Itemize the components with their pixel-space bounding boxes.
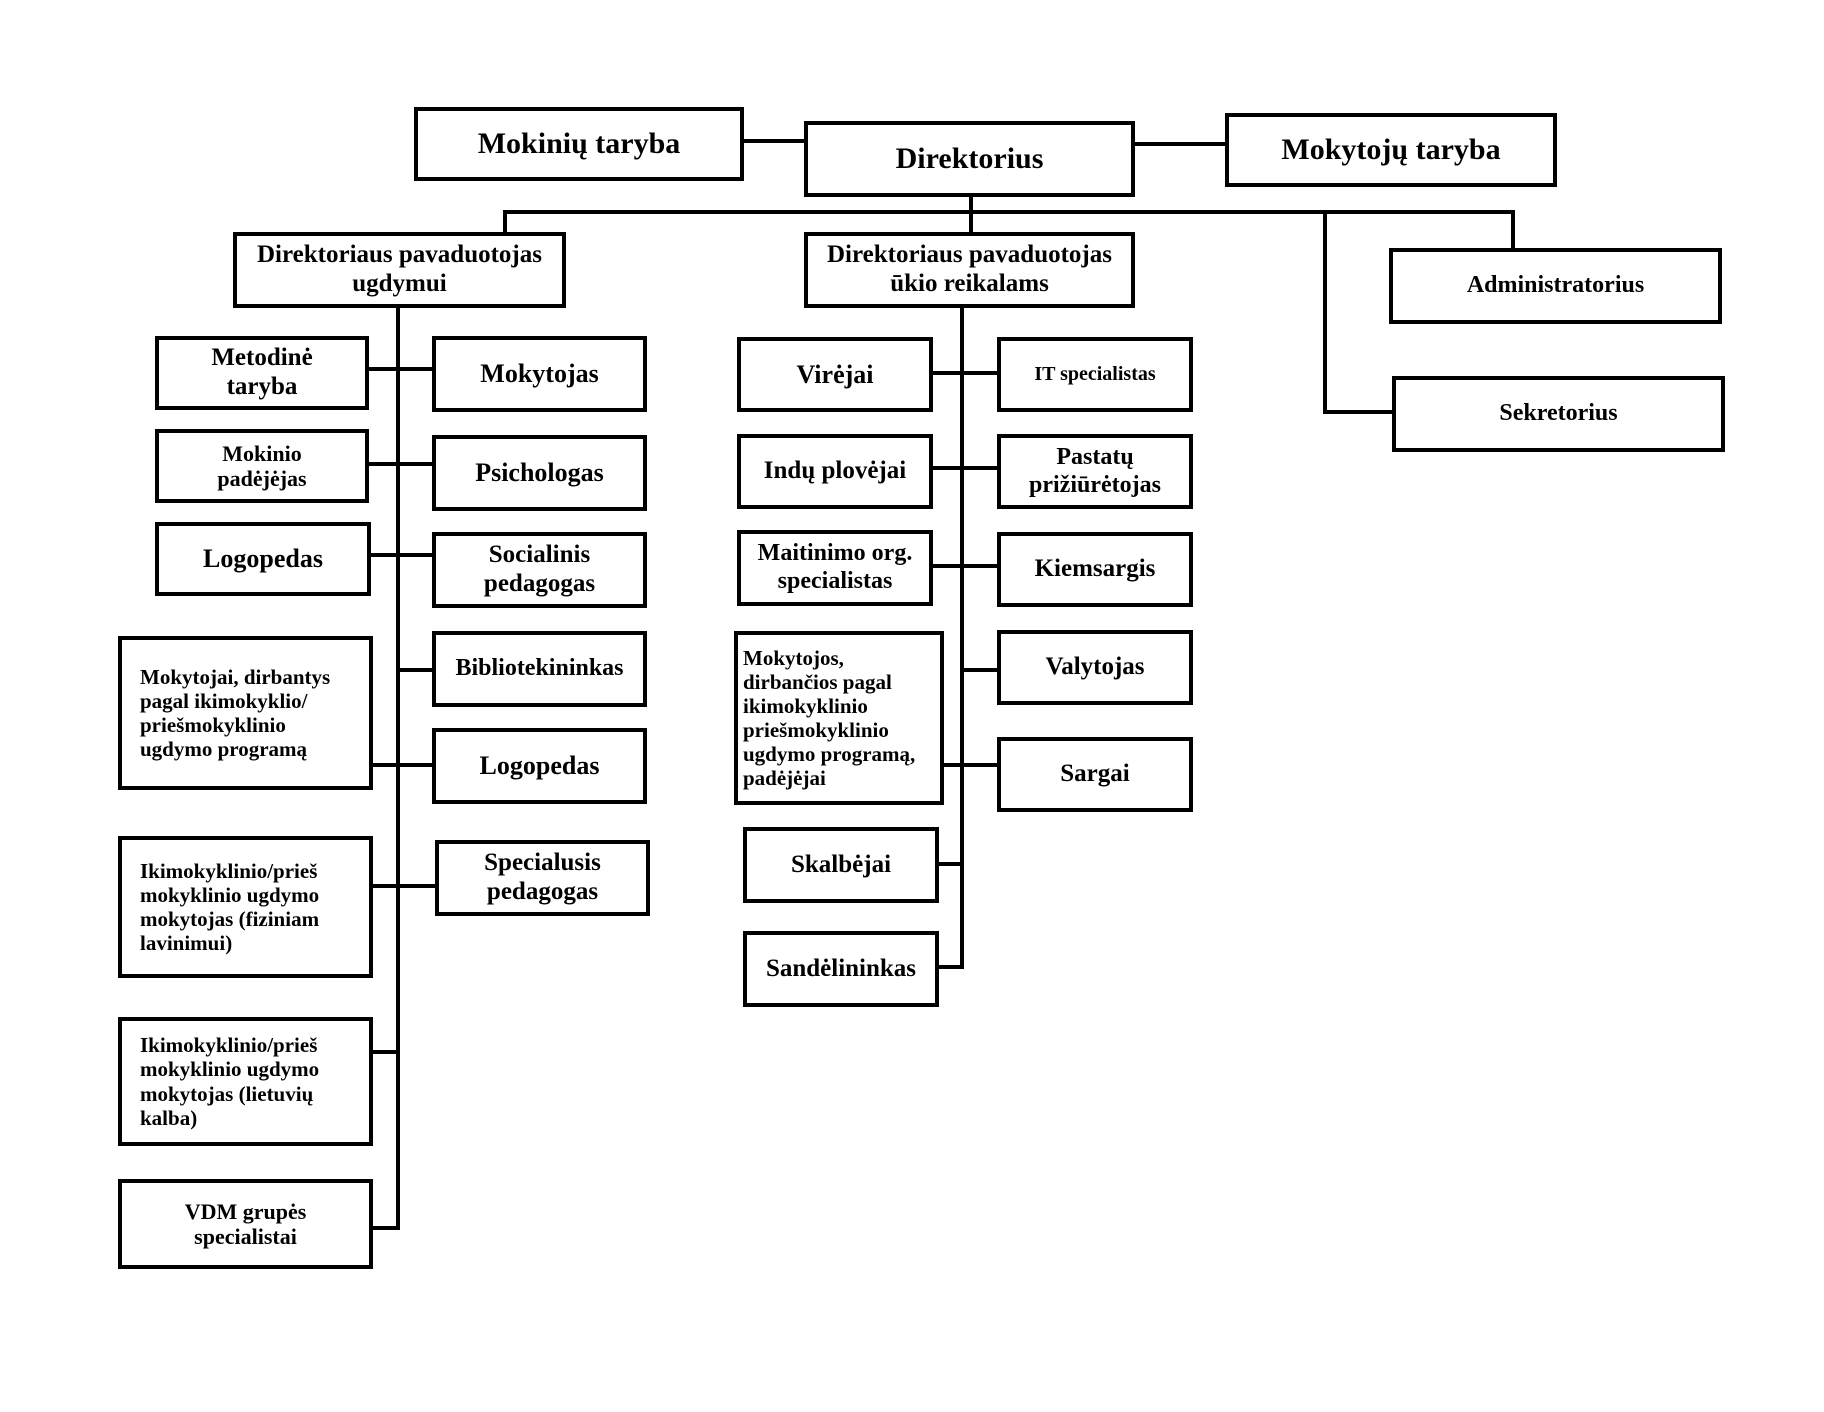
node-vdm-grupes: VDM grupės specialistai (118, 1179, 373, 1269)
node-valytojas: Valytojas (997, 630, 1193, 705)
node-mokinio-padejejas: Mokinio padėjėjas (155, 429, 369, 503)
node-it-specialistas: IT specialistas (997, 337, 1193, 412)
node-mokytojos-padejejai: Mokytojos, dirbančios pagal ikimokyklini… (734, 631, 944, 805)
node-indu-plovejai: Indų plovėjai (737, 434, 933, 509)
node-specialusis-pedagogas: Specialusis pedagogas (435, 840, 650, 916)
node-pavaduotojas-ukio: Direktoriaus pavaduotojas ūkio reikalams (804, 232, 1135, 308)
node-logopedas-left: Logopedas (155, 522, 371, 596)
node-mokytojai-ikimokyklio: Mokytojai, dirbantys pagal ikimokyklio/ … (118, 636, 373, 790)
node-mokytojas: Mokytojas (432, 336, 647, 412)
node-bibliotekininkas: Bibliotekininkas (432, 631, 647, 707)
node-socialinis-pedagogas: Socialinis pedagogas (432, 532, 647, 608)
node-administratorius: Administratorius (1389, 248, 1722, 324)
node-metodine-taryba: Metodinė taryba (155, 336, 369, 410)
node-skalbejai: Skalbėjai (743, 827, 939, 903)
node-psichologas: Psichologas (432, 435, 647, 511)
node-mokiniu-taryba: Mokinių taryba (414, 107, 744, 181)
node-virejai: Virėjai (737, 337, 933, 412)
node-sargai: Sargai (997, 737, 1193, 812)
node-ikimokyklinio-fiziniam: Ikimokyklinio/prieš mokyklinio ugdymo mo… (118, 836, 373, 978)
node-sekretorius: Sekretorius (1392, 376, 1725, 452)
node-logopedas-right: Logopedas (432, 728, 647, 804)
node-sandelininkas: Sandėlininkas (743, 931, 939, 1007)
node-pavaduotojas-ugdymui: Direktoriaus pavaduotojas ugdymui (233, 232, 566, 308)
node-pastatu-priziuretojas: Pastatų prižiūrėtojas (997, 434, 1193, 509)
node-kiemsargis: Kiemsargis (997, 532, 1193, 607)
node-direktorius: Direktorius (804, 121, 1135, 197)
node-maitinimo-org: Maitinimo org. specialistas (737, 530, 933, 606)
node-ikimokyklinio-lietuviu: Ikimokyklinio/prieš mokyklinio ugdymo mo… (118, 1017, 373, 1146)
node-mokytoju-taryba: Mokytojų taryba (1225, 113, 1557, 187)
